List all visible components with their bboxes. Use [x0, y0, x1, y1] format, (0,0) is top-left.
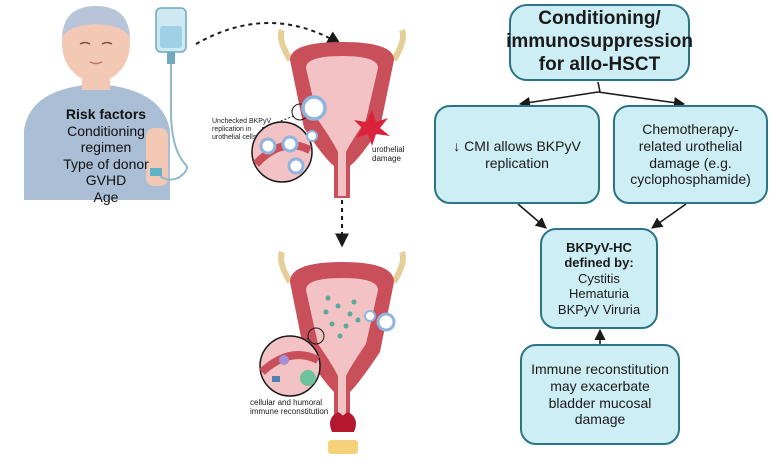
chemo-box: Chemotherapy- related urothelial damage …	[613, 105, 768, 204]
iv-bag-icon	[155, 7, 188, 181]
risk-item-conditioning: Conditioning regimen	[67, 122, 145, 156]
risk-item-gvhd: GVHD	[85, 172, 127, 189]
replication-label: Unchecked BKPyV replication in urothelia…	[212, 118, 272, 142]
damage-burst-icon	[354, 110, 390, 146]
risk-item-age: Age	[93, 188, 119, 205]
urine-drop-icon	[328, 412, 358, 454]
virus-icon	[301, 95, 327, 121]
immune-box: Immune reconstitution may exacerbate bla…	[520, 344, 680, 445]
hc-item-viruria: BKPyV Viruria	[557, 301, 641, 317]
reconstitution-label: cellular and humoral immune reconstituti…	[250, 398, 329, 417]
cmi-box: ↓ CMI allows BKPyV replication	[434, 105, 600, 204]
bladder-top	[251, 28, 406, 198]
hc-item-hematuria: Hematuria	[569, 286, 629, 302]
flow-arrows	[517, 81, 687, 344]
patient-figure	[24, 6, 170, 200]
risk-item-donor: Type of donor	[63, 155, 149, 172]
conditioning-box: Conditioning/ immunosuppression for allo…	[506, 4, 693, 81]
bladder-bottom	[259, 250, 406, 454]
hc-item-cystitis: Cystitis	[578, 270, 620, 286]
urothelial-damage-label: urothelial damage	[372, 145, 405, 164]
risk-factors-heading: Risk factors	[65, 106, 147, 122]
bkpyv-hc-box: BKPyV-HC defined by: Cystitis Hematuria …	[540, 228, 658, 329]
dotted-arrow-to-bladder	[195, 22, 342, 45]
risk-factors-text: Risk factors Conditioning regimen Type o…	[44, 106, 168, 205]
